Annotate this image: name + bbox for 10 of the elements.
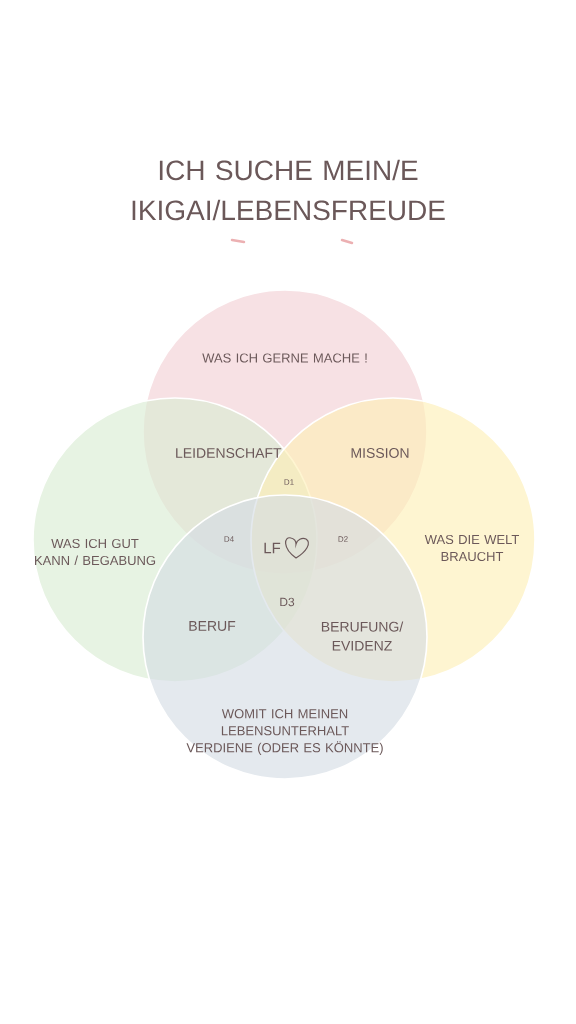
region-label: BERUF (189, 621, 236, 631)
region-label: LEIDENSCHAFT (176, 448, 282, 458)
region-label: D2 (338, 536, 348, 542)
title: ICH SUCHE MEIN/E IKIGAI/LEBENSFREUDE (132, 159, 445, 221)
region-label: D4 (224, 536, 234, 542)
region-label: D3 (280, 597, 295, 607)
region-label: D1 (284, 479, 294, 485)
region-label: MISSION (351, 448, 409, 458)
region-label: BERUFUNG/ EVIDENZ (321, 621, 404, 651)
region-label: LF (264, 542, 281, 554)
